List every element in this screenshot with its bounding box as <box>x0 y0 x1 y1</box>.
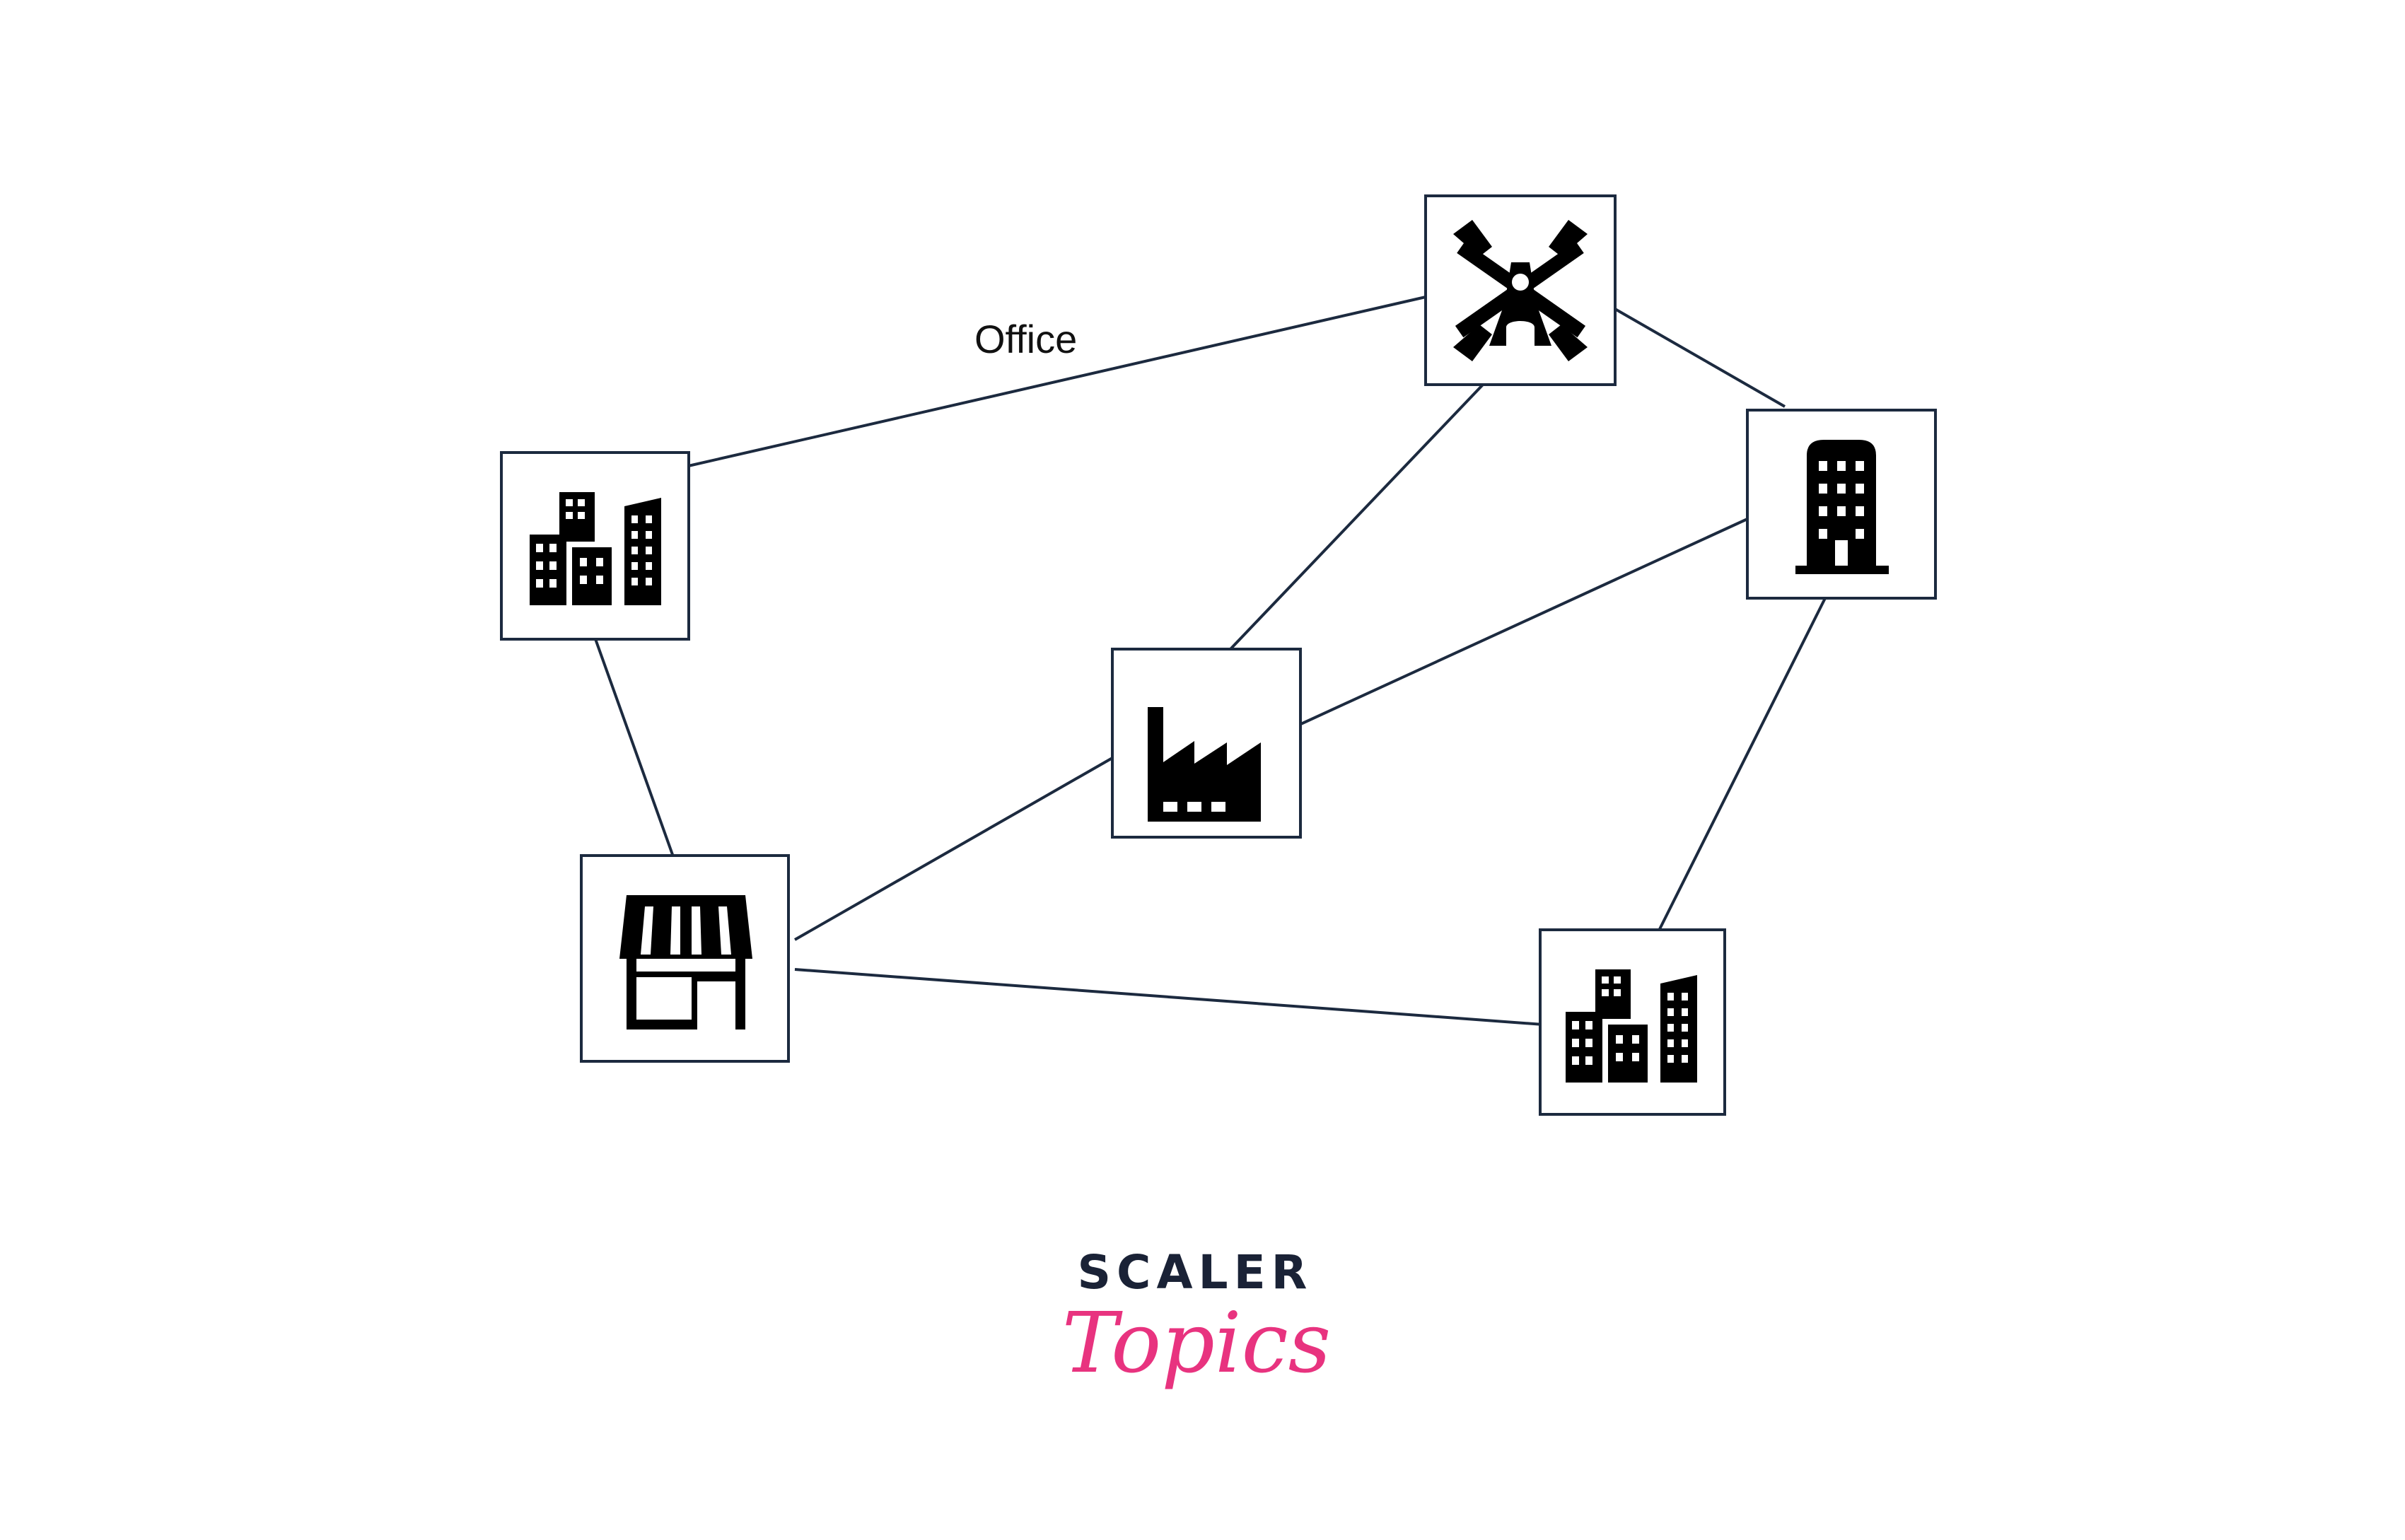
node-store[interactable] <box>580 854 790 1063</box>
node-office-right[interactable] <box>1539 928 1726 1116</box>
edge-windmill-factory <box>1229 383 1484 651</box>
brand-logo: SCALER Topics <box>1062 1245 1332 1392</box>
node-windmill[interactable] <box>1424 194 1617 386</box>
edge-store-office-right <box>794 968 1554 1027</box>
storefront-icon <box>619 895 752 1029</box>
city-buildings-icon <box>530 492 661 605</box>
edge-office-left-windmill <box>685 296 1426 468</box>
edge-tower-factory <box>1295 518 1748 728</box>
brand-logo-line2: Topics <box>1062 1294 1332 1392</box>
edge-label-office: Office <box>974 317 1077 361</box>
windmill-icon <box>1453 220 1588 361</box>
edge-office-left-store <box>593 636 676 861</box>
city-buildings-icon <box>1566 969 1697 1083</box>
node-tower[interactable] <box>1746 409 1937 600</box>
edge-windmill-tower <box>1614 308 1786 408</box>
node-factory[interactable] <box>1111 648 1302 839</box>
edge-tower-office-right <box>1655 597 1827 937</box>
node-office-left[interactable] <box>500 451 690 641</box>
edges <box>593 296 1827 1027</box>
factory-icon <box>1148 707 1261 822</box>
brand-logo-line1: SCALER <box>1077 1245 1312 1300</box>
office-building-icon <box>1795 440 1889 574</box>
edge-factory-store <box>794 757 1113 941</box>
